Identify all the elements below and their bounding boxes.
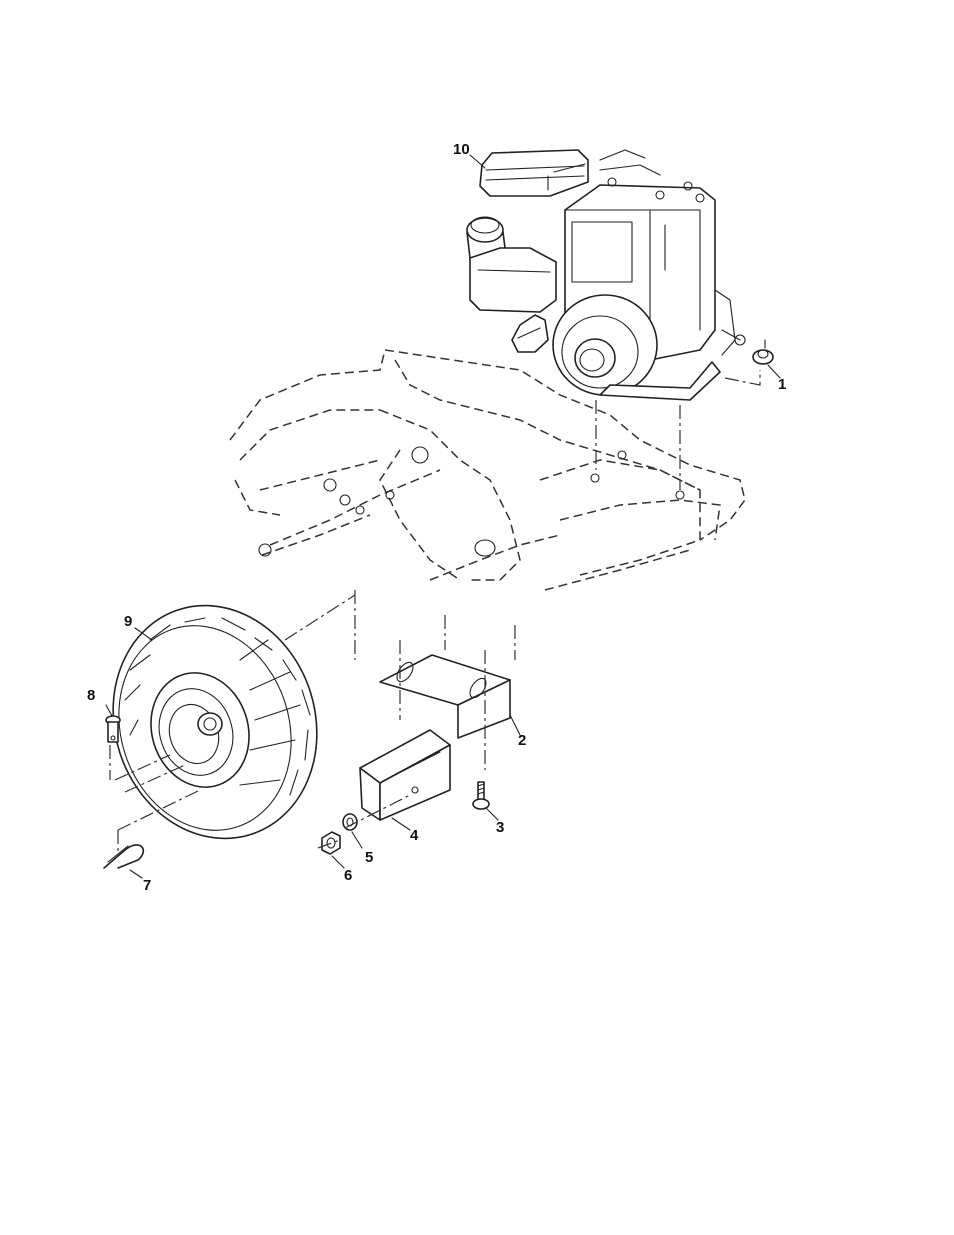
pin-part-8 (106, 716, 120, 742)
callout-5: 5 (365, 850, 373, 865)
wheel-part-9 (83, 579, 346, 865)
callout-4: 4 (410, 828, 418, 843)
callout-10: 10 (453, 142, 470, 157)
tiller-frame (230, 350, 745, 590)
callout-7: 7 (143, 878, 151, 893)
callout-6: 6 (344, 868, 352, 883)
weight-part-4 (360, 730, 450, 820)
callout-2: 2 (518, 733, 526, 748)
callout-1: 1 (778, 377, 786, 392)
clip-part-7 (104, 845, 143, 868)
bolt-part-3 (473, 782, 489, 809)
engine (467, 150, 745, 400)
nut-part-1 (753, 340, 773, 364)
callout-8: 8 (87, 688, 95, 703)
callout-3: 3 (496, 820, 504, 835)
callout-9: 9 (124, 614, 132, 629)
